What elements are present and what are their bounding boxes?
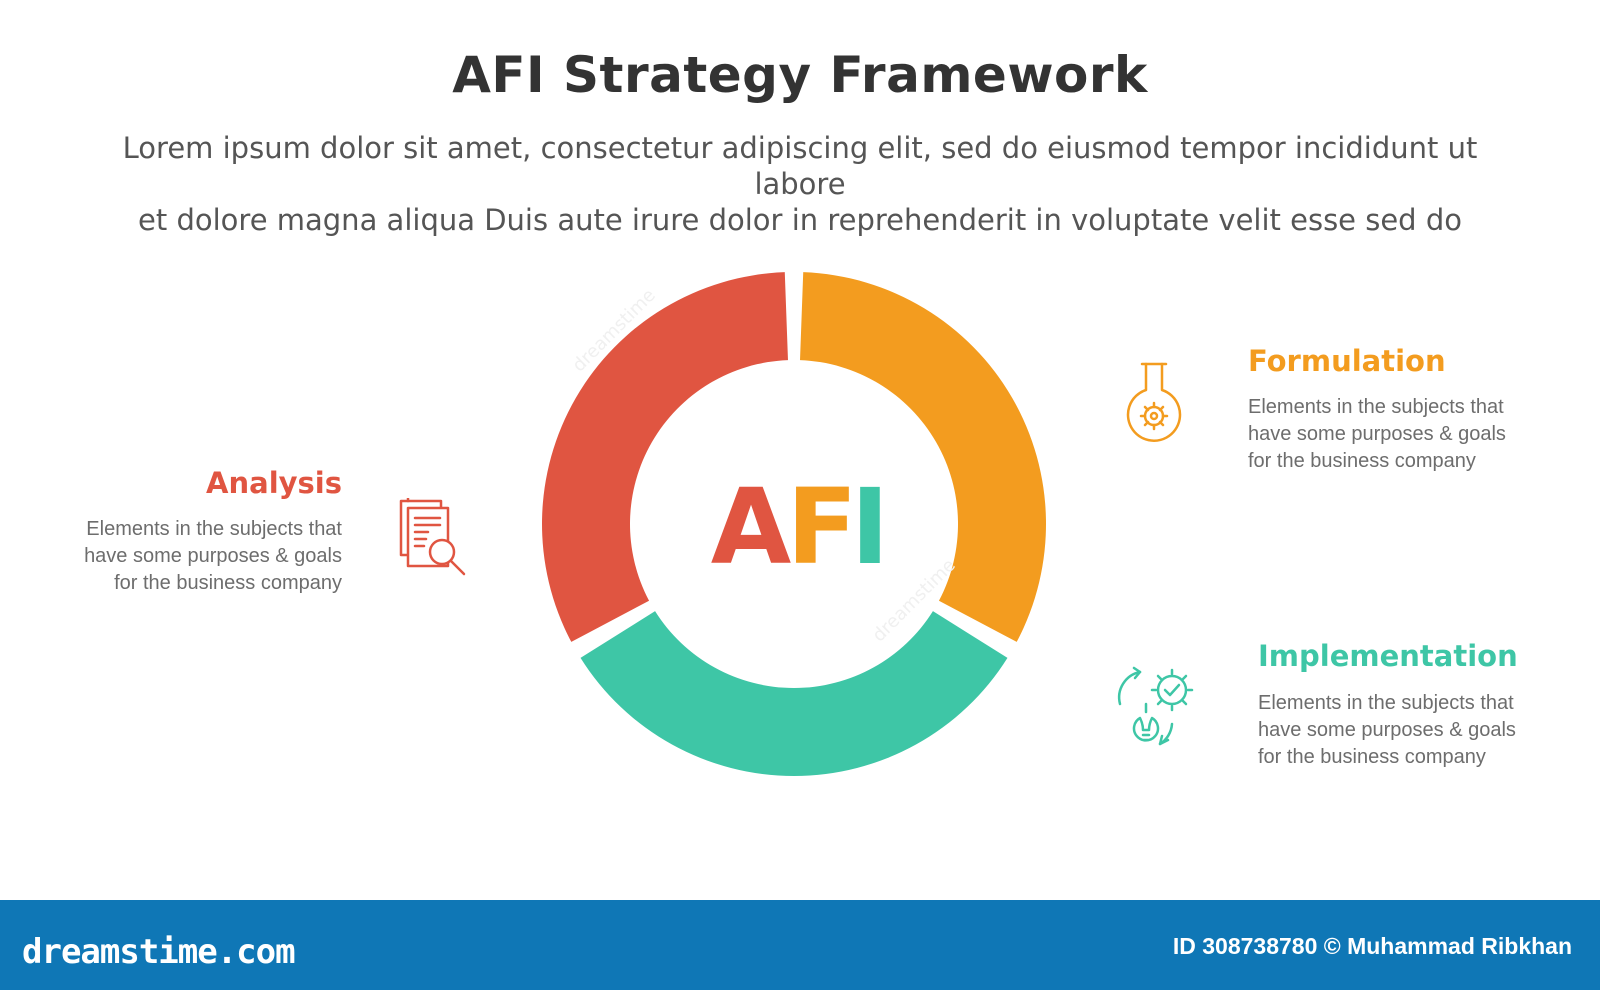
- page-title: AFI Strategy Framework: [452, 46, 1148, 104]
- implementation-title: Implementation: [1258, 639, 1518, 673]
- analysis-desc-line-3: for the business company: [114, 572, 342, 594]
- footer-bar: [0, 900, 1600, 990]
- implementation-ring-segment: [580, 611, 1008, 776]
- implementation-description: Elements in the subjects that have some …: [1258, 690, 1558, 771]
- flask-gear-icon: [1126, 362, 1182, 442]
- analysis-desc-line-2: have some purposes & goals: [84, 545, 342, 567]
- page-subtitle: Lorem ipsum dolor sit amet, consectetur …: [80, 130, 1520, 238]
- implementation-desc-line-1: Elements in the subjects that: [1258, 692, 1514, 714]
- implementation-desc-line-2: have some purposes & goals: [1258, 719, 1516, 741]
- formulation-title: Formulation: [1248, 344, 1446, 378]
- footer-brand: dreamstime.com: [22, 932, 296, 972]
- center-letter-f: F: [786, 466, 857, 588]
- analysis-ring-segment: [542, 272, 788, 642]
- idea-gear-cycle-icon: [1117, 666, 1194, 746]
- footer-credit: ID 308738780 © Muhammad Ribkhan: [1172, 933, 1572, 959]
- center-letter-a: A: [711, 466, 792, 588]
- subtitle-line-1: Lorem ipsum dolor sit amet, consectetur …: [122, 131, 1478, 201]
- formulation-description: Elements in the subjects that have some …: [1248, 394, 1548, 475]
- center-letter-i: I: [851, 466, 890, 588]
- analysis-title: Analysis: [206, 466, 342, 500]
- subtitle-line-2: et dolore magna aliqua Duis aute irure d…: [138, 203, 1462, 237]
- afi-donut-ring: A F I: [542, 272, 1046, 776]
- formulation-ring-segment: [800, 272, 1046, 642]
- analysis-description: Elements in the subjects that have some …: [42, 516, 342, 597]
- formulation-desc-line-1: Elements in the subjects that: [1248, 396, 1504, 418]
- implementation-desc-line-3: for the business company: [1258, 746, 1486, 768]
- document-search-icon: [399, 498, 466, 576]
- analysis-desc-line-1: Elements in the subjects that: [86, 518, 342, 540]
- formulation-desc-line-2: have some purposes & goals: [1248, 423, 1506, 445]
- formulation-desc-line-3: for the business company: [1248, 450, 1476, 472]
